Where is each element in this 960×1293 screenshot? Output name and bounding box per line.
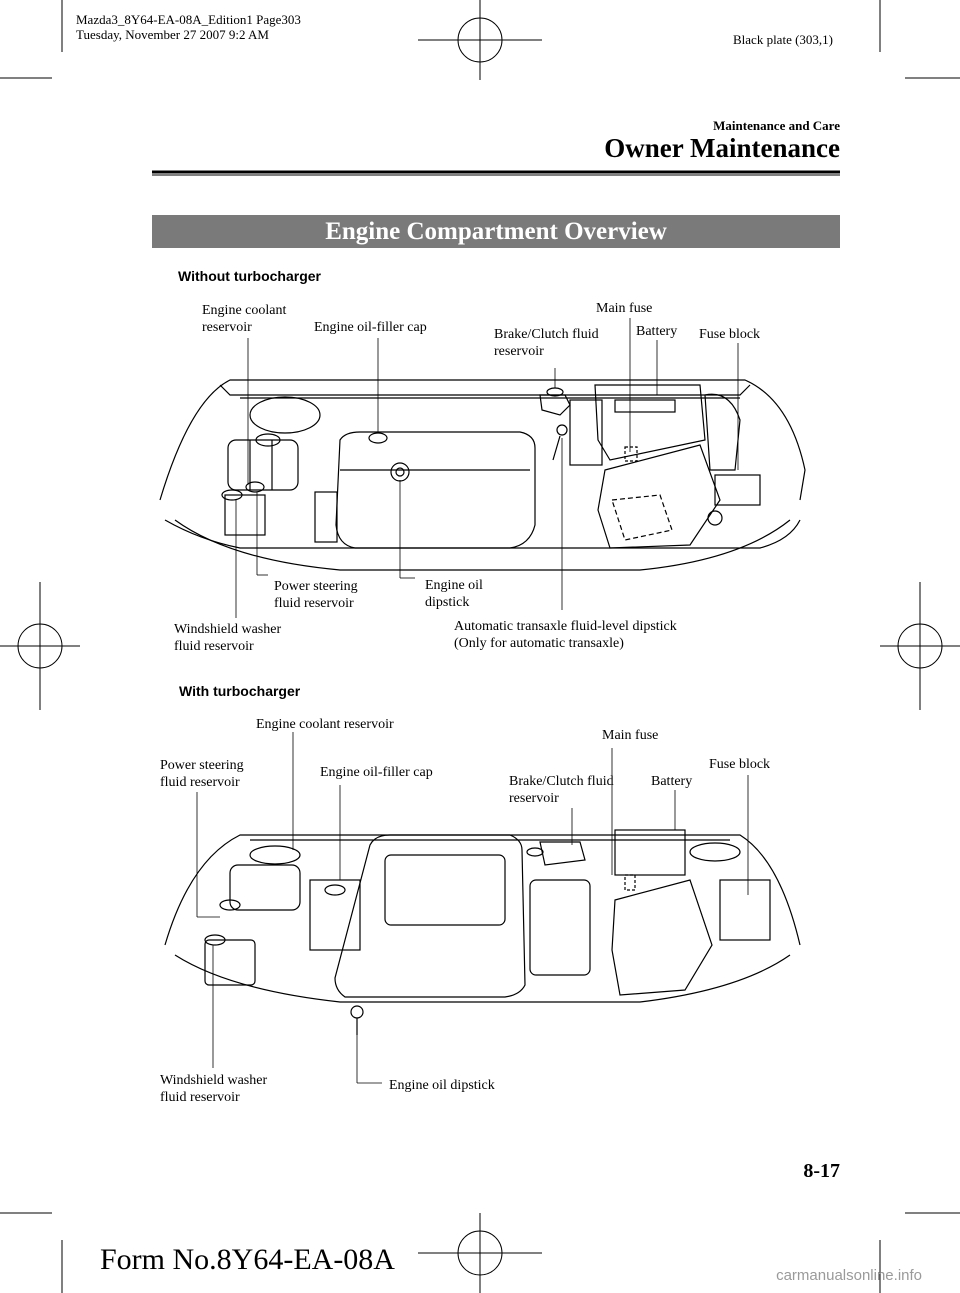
print-header-plate: Black plate (303,1) — [733, 32, 833, 47]
label-power-steering-reservoir: Power steering fluid reservoir — [274, 579, 358, 611]
label-oil-filler-cap: Engine oil-filler cap — [314, 320, 427, 335]
label-battery-turbo: Battery — [651, 774, 693, 789]
label-main-fuse: Main fuse — [596, 301, 653, 316]
form-number: Form No.8Y64-EA-08A — [100, 1243, 395, 1276]
label-oil-filler-cap-turbo: Engine oil-filler cap — [320, 765, 433, 780]
label-brake-clutch-reservoir: Brake/Clutch fluid reservoir — [494, 327, 599, 359]
label-washer-reservoir-turbo: Windshield washer fluid reservoir — [160, 1073, 268, 1105]
label-engine-oil-dipstick: Engine oil dipstick — [425, 578, 483, 610]
label-coolant-reservoir: Engine coolant reservoir — [202, 303, 287, 335]
page-heading-banner: Engine Compartment Overview — [152, 215, 840, 248]
label-fuse-block-turbo: Fuse block — [709, 757, 771, 772]
section-title: Owner Maintenance — [604, 133, 840, 163]
label-atf-dipstick: Automatic transaxle fluid-level dipstick… — [454, 619, 677, 651]
label-main-fuse-turbo: Main fuse — [602, 728, 659, 743]
label-coolant-reservoir-turbo: Engine coolant reservoir — [256, 717, 394, 732]
label-battery: Battery — [636, 324, 678, 339]
print-header-job: Mazda3_8Y64-EA-08A_Edition1 Page303 — [76, 12, 301, 27]
label-power-steering-reservoir-turbo: Power steering fluid reservoir — [160, 758, 244, 790]
diagram1-subtitle: Without turbocharger — [178, 268, 321, 284]
watermark-text: carmanualsonline.info — [776, 1267, 922, 1284]
label-fuse-block: Fuse block — [699, 327, 761, 342]
diagram2-subtitle: With turbocharger — [179, 683, 301, 699]
print-header-timestamp: Tuesday, November 27 2007 9:2 AM — [76, 27, 269, 42]
section-category: Maintenance and Care — [713, 118, 840, 133]
page-number: 8-17 — [803, 1160, 840, 1182]
label-brake-clutch-reservoir-turbo: Brake/Clutch fluid reservoir — [509, 774, 614, 806]
label-washer-reservoir: Windshield washer fluid reservoir — [174, 622, 282, 654]
label-engine-oil-dipstick-turbo: Engine oil dipstick — [389, 1078, 495, 1093]
